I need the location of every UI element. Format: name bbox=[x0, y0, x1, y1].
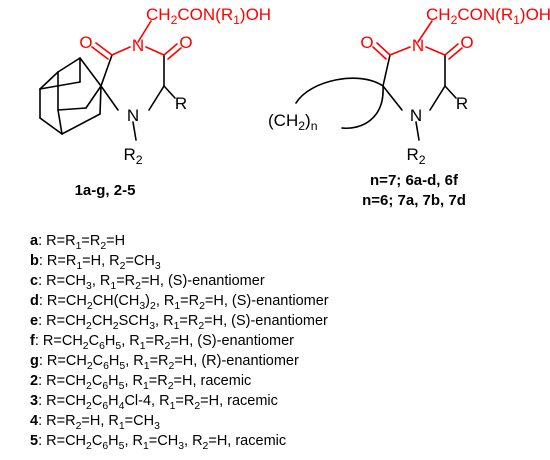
piperazinedione-ring-2: N O O N R R2 bbox=[360, 33, 473, 167]
atom-n-bottom-2: N bbox=[410, 106, 422, 125]
piperazinedione-ring-1: N O O N R R2 bbox=[79, 33, 192, 167]
legend-code: 4 bbox=[30, 413, 38, 429]
legend-code: d bbox=[30, 293, 39, 309]
atom-o-right-2: O bbox=[460, 33, 473, 52]
legend-code: g bbox=[30, 353, 39, 369]
substituent-r2-2: R2 bbox=[406, 145, 425, 167]
substituent-r2-1: R2 bbox=[123, 145, 142, 167]
legend-code: 5 bbox=[30, 433, 38, 449]
sidechain-1: CH2CON(R1)OH bbox=[137, 5, 271, 43]
ring-label: (CH2)n bbox=[268, 111, 318, 133]
legend-code: e bbox=[30, 313, 38, 329]
legend-code: f bbox=[30, 333, 35, 349]
atom-o-left-1: O bbox=[79, 33, 92, 52]
caption-structure-1: 1a-g, 2-5 bbox=[75, 182, 136, 199]
legend-row-e: e: R=CH2CH2SCH3, R1=R2=H, (S)-enantiomer bbox=[30, 313, 328, 332]
atom-o-left-2: O bbox=[360, 33, 373, 52]
legend-row-d: d: R=CH2CH(CH3)2, R1=R2=H, (S)-enantiome… bbox=[30, 293, 329, 312]
legend-row-5: 5: R=CH2C6H5, R1=CH3, R2=H, racemic bbox=[30, 433, 286, 452]
legend-row-f: f: R=CH2C6H5, R1=R2=H, (S)-enantiomer bbox=[30, 333, 294, 352]
atom-n-bottom-1: N bbox=[127, 106, 139, 125]
legend-row-c: c: R=CH3, R1=R2=H, (S)-enantiomer bbox=[30, 273, 265, 292]
legend-code: 3 bbox=[30, 393, 38, 409]
legend-code: c bbox=[30, 273, 38, 289]
cycloalkane-ring: (CH2)n bbox=[268, 77, 384, 133]
sidechain-1-label: CH2CON(R1)OH bbox=[146, 5, 271, 27]
legend-row-b: b: R=R1=H, R2=CH3 bbox=[30, 253, 161, 272]
adamantane-cage bbox=[39, 57, 102, 135]
sidechain-2: CH2CON(R1)OH bbox=[417, 5, 550, 43]
legend-code: 2 bbox=[30, 373, 38, 389]
legend-row-2: 2: R=CH2C6H5, R1=R2=H, racemic bbox=[30, 373, 251, 392]
sidechain-2-label: CH2CON(R1)OH bbox=[426, 5, 550, 27]
atom-n-top-2: N bbox=[412, 36, 424, 55]
legend-row-g: g: R=CH2C6H5, R1=R2=H, (R)-enantiomer bbox=[30, 353, 299, 372]
structure-1: CH2CON(R1)OH N O O N R R2 bbox=[39, 5, 271, 199]
substituent-r-1: R bbox=[175, 94, 187, 113]
caption-structure-2-line2: n=6; 7a, 7b, 7d bbox=[362, 192, 466, 209]
legend-row-3: 3: R=CH2C6H4Cl-4, R1=R2=H, racemic bbox=[30, 393, 278, 412]
atom-o-right-1: O bbox=[179, 33, 192, 52]
legend-code: b bbox=[30, 253, 39, 269]
substituent-r-2: R bbox=[456, 94, 468, 113]
legend-row-4: 4: R=R2=H, R1=CH3 bbox=[30, 413, 160, 432]
structure-2: CH2CON(R1)OH N O O N R R2 (CH2)n bbox=[268, 5, 550, 209]
legend-row-a: a: R=R1=R2=H bbox=[30, 233, 125, 252]
legend-code: a bbox=[30, 233, 39, 249]
caption-structure-2-line1: n=7; 6a-d, 6f bbox=[370, 172, 459, 189]
atom-n-top-1: N bbox=[132, 36, 144, 55]
